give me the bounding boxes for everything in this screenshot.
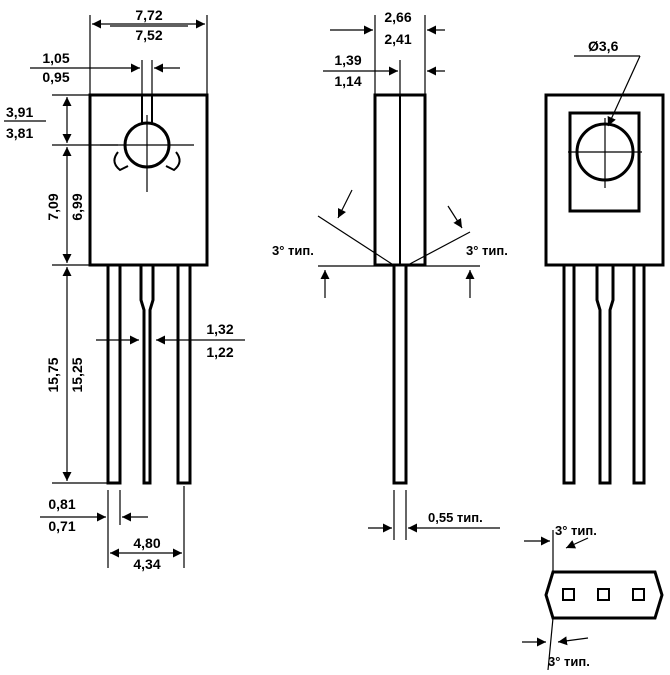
bottom-view: 3° тип. 3° тип.	[522, 523, 664, 671]
bottom-pin-3	[632, 588, 645, 601]
bottom-pin-2	[597, 588, 610, 601]
lead-width-max: 1,32	[206, 321, 233, 337]
lead-length-max: 15,75	[45, 357, 61, 392]
lead-length-min: 15,25	[69, 357, 85, 392]
hole-offset-max: 3,91	[6, 104, 33, 120]
tab-notch-max: 1,05	[42, 50, 69, 66]
pitch-min: 4,34	[133, 556, 160, 572]
back-body-outline	[544, 93, 665, 267]
hole-offset-min: 3,81	[6, 125, 33, 141]
front-view: 7,72 7,52 1,05 0,95 3,91 3,81 7,09 6,99 …	[4, 7, 245, 572]
side-lead-offset-max: 1,39	[334, 52, 361, 68]
side-draft-left: 3° тип.	[272, 243, 314, 258]
body-height-min: 6,99	[69, 193, 85, 220]
pitch-max: 4,80	[133, 535, 160, 551]
side-thickness-max: 2,66	[384, 9, 411, 25]
heatsink-pad	[568, 111, 641, 213]
side-lead-offset-min: 1,14	[334, 73, 361, 89]
hole-diameter: Ø3,6	[588, 38, 619, 54]
bottom-pin-1	[562, 588, 575, 601]
lead-width-min: 1,22	[206, 344, 233, 360]
mounting-hole	[100, 115, 194, 192]
front-width-max: 7,72	[135, 7, 162, 23]
side-view: 2,66 2,41 1,39 1,14 3° тип. 3° тип. 0,55…	[272, 9, 508, 540]
bottom-body-outline	[544, 570, 664, 620]
body-height-max: 7,09	[45, 193, 61, 220]
tab-notch-min: 0,95	[42, 69, 69, 85]
lead-thickness-min: 0,71	[48, 518, 75, 534]
front-leads	[106, 263, 192, 485]
side-draft-right: 3° тип.	[466, 243, 508, 258]
back-view: Ø3,6	[544, 38, 665, 485]
front-body-outline	[88, 93, 209, 267]
front-width-min: 7,52	[135, 27, 162, 43]
lead-thickness-max: 0,81	[48, 496, 75, 512]
side-lead	[392, 263, 408, 485]
bottom-draft-bottom: 3° тип.	[548, 654, 590, 669]
side-thickness-min: 2,41	[384, 31, 411, 47]
bottom-draft-top: 3° тип.	[555, 523, 597, 538]
side-lead-gap: 0,55 тип.	[428, 510, 483, 525]
